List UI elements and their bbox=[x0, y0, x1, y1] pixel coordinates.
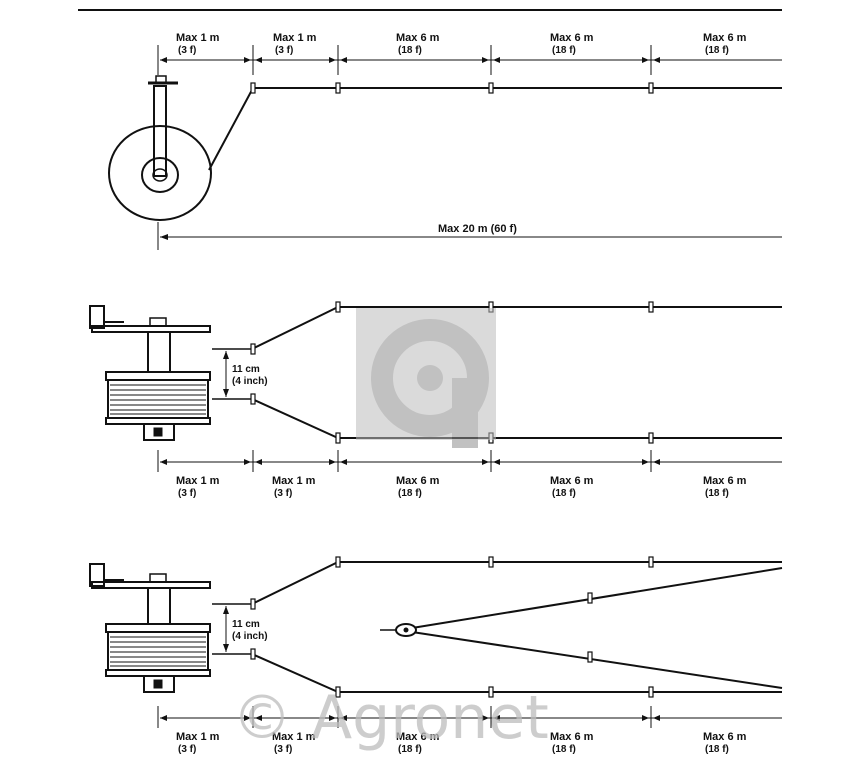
p2-gap-dimension: 11 cm (4 inch) bbox=[212, 348, 268, 400]
panel-3: 11 cm (4 inch) bbox=[89, 556, 783, 755]
p3-seg1-unit: (3 f) bbox=[178, 744, 196, 755]
panel-1: Max 1 m (3 f) Max 1 m (3 f) Max 6 m (18 … bbox=[108, 32, 782, 250]
p3-seg1-label: Max 1 m bbox=[176, 731, 220, 743]
p3-dimension-row: Max 1 m (3 f) Max 1 m (3 f) Max 6 m (18 … bbox=[157, 706, 782, 755]
p1-insulators bbox=[250, 82, 654, 94]
p2-seg1-unit: (3 f) bbox=[178, 488, 196, 499]
tensioner-icon bbox=[380, 623, 417, 637]
p3-seg2-label: Max 1 m bbox=[272, 731, 316, 743]
p1-seg3-unit: (18 f) bbox=[398, 45, 422, 56]
p3-seg5-label: Max 6 m bbox=[703, 731, 747, 743]
p1-seg4-unit: (18 f) bbox=[552, 45, 576, 56]
p3-v-lower-wire bbox=[411, 631, 783, 689]
p3-seg3-unit: (18 f) bbox=[398, 744, 422, 755]
p1-seg1-label: Max 1 m bbox=[176, 32, 220, 44]
p3-seg4-label: Max 6 m bbox=[550, 731, 594, 743]
p3-v-upper-wire bbox=[411, 567, 783, 629]
p2-seg2-unit: (3 f) bbox=[274, 488, 292, 499]
p3-seg2-unit: (3 f) bbox=[274, 744, 292, 755]
p3-insulators bbox=[250, 556, 654, 698]
p1-total-label: Max 20 m (60 f) bbox=[438, 223, 517, 235]
p2-seg1-label: Max 1 m bbox=[176, 475, 220, 487]
p3-gap-cm: 11 cm bbox=[232, 619, 260, 630]
p3-upper-wire bbox=[251, 561, 782, 605]
p1-seg2-label: Max 1 m bbox=[273, 32, 317, 44]
p2-gap-inch: (4 inch) bbox=[232, 376, 268, 387]
agronet-logo-icon bbox=[356, 308, 496, 448]
p2-seg5-label: Max 6 m bbox=[703, 475, 747, 487]
p2-seg5-unit: (18 f) bbox=[705, 488, 729, 499]
p2-seg3-label: Max 6 m bbox=[396, 475, 440, 487]
p2-seg4-unit: (18 f) bbox=[552, 488, 576, 499]
p3-seg3-label: Max 6 m bbox=[396, 731, 440, 743]
panel-2: 11 cm (4 inch) Max 1 m (3 f) bbox=[89, 301, 782, 499]
p1-reel-icon bbox=[108, 75, 212, 221]
p1-dimension-row: Max 1 m (3 f) Max 1 m (3 f) Max 6 m (18 … bbox=[157, 32, 782, 75]
p2-seg4-label: Max 6 m bbox=[550, 475, 594, 487]
p2-upper-wire bbox=[251, 306, 782, 350]
p2-dimension-row: Max 1 m (3 f) Max 1 m (3 f) Max 6 m (18 … bbox=[157, 450, 782, 499]
p2-seg2-label: Max 1 m bbox=[272, 475, 316, 487]
p1-seg5-label: Max 6 m bbox=[703, 32, 747, 44]
p3-seg4-unit: (18 f) bbox=[552, 744, 576, 755]
p3-seg5-unit: (18 f) bbox=[705, 744, 729, 755]
p1-wire bbox=[208, 87, 782, 171]
p1-seg1-unit: (3 f) bbox=[178, 45, 196, 56]
p1-seg5-unit: (18 f) bbox=[705, 45, 729, 56]
p1-seg3-label: Max 6 m bbox=[396, 32, 440, 44]
p2-seg3-unit: (18 f) bbox=[398, 488, 422, 499]
p1-seg4-label: Max 6 m bbox=[550, 32, 594, 44]
p2-winch-reel-icon bbox=[89, 305, 211, 441]
watermark-text: © Agronet bbox=[232, 683, 549, 753]
p2-lower-wire bbox=[251, 398, 782, 439]
p1-total-dimension: Max 20 m (60 f) bbox=[157, 222, 782, 250]
p2-gap-cm: 11 cm bbox=[232, 364, 260, 375]
p3-winch-reel-icon bbox=[89, 563, 211, 693]
p3-gap-dimension: 11 cm (4 inch) bbox=[212, 603, 268, 655]
p1-seg2-unit: (3 f) bbox=[275, 45, 293, 56]
p3-gap-inch: (4 inch) bbox=[232, 631, 268, 642]
